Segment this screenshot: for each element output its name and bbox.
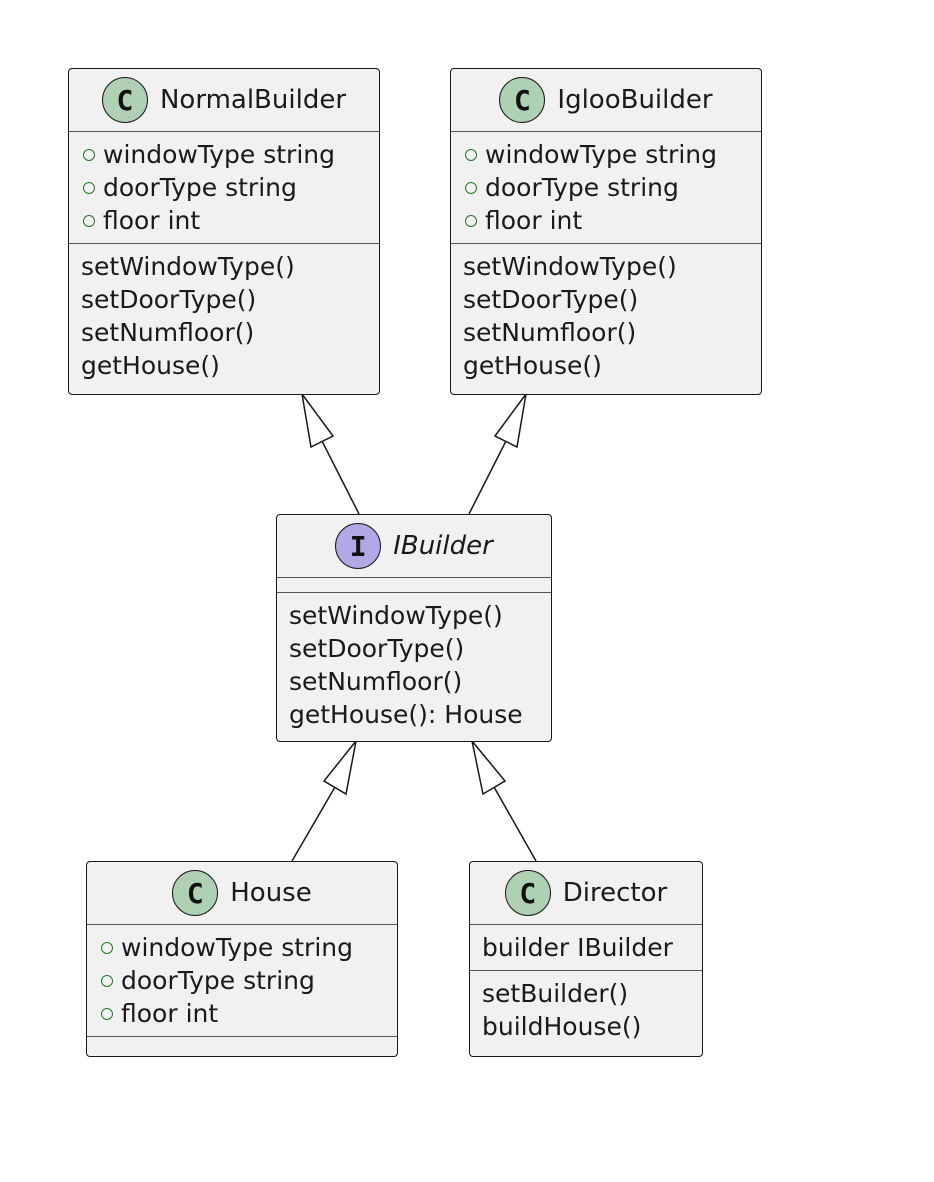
class-stereotype-icon: C: [101, 77, 148, 123]
method-row: setWindowType(): [463, 252, 677, 281]
method-row: setDoorType(): [289, 634, 465, 663]
method-row: setDoorType(): [81, 285, 257, 314]
field-row: doorType string: [463, 171, 751, 204]
class-stereotype-icon: C: [172, 870, 219, 916]
fields-section: [277, 578, 551, 593]
class-name: IBuilder: [393, 531, 493, 561]
field-row: windowType string: [81, 138, 369, 171]
methods-section: setWindowType() setDoorType() setNumfloo…: [69, 244, 379, 388]
method-row: setNumfloor(): [463, 318, 637, 347]
method-row: getHouse(): [81, 351, 220, 380]
public-visibility-icon: [83, 214, 95, 227]
interface-ibuilder[interactable]: I IBuilder setWindowType() setDoorType()…: [276, 514, 552, 742]
field-text: doorType string: [103, 173, 297, 202]
field-text: windowType string: [121, 933, 353, 962]
edge-ibuilder-to-igloobuilder: [468, 393, 527, 515]
methods-section: setWindowType() setDoorType() setNumfloo…: [277, 593, 551, 737]
fields-section: windowType string doorType string floor …: [87, 925, 397, 1037]
public-visibility-icon: [465, 148, 477, 161]
field-text: floor int: [103, 206, 201, 235]
methods-section: setWindowType() setDoorType() setNumfloo…: [451, 244, 761, 388]
field-row: floor int: [463, 204, 751, 237]
method-row: getHouse(): House: [289, 700, 523, 729]
fields-section: windowType string doorType string floor …: [69, 132, 379, 244]
class-header: C IglooBuilder: [451, 69, 761, 132]
class-name: House: [230, 878, 312, 908]
edge-house-to-ibuilder: [291, 740, 357, 862]
field-text: windowType string: [103, 140, 335, 169]
class-name: Director: [562, 878, 668, 908]
method-row: setNumfloor(): [289, 667, 463, 696]
field-text: floor int: [121, 999, 219, 1028]
class-house[interactable]: C House windowType string doorType strin…: [86, 861, 398, 1057]
method-row: buildHouse(): [482, 1012, 642, 1041]
field-text: windowType string: [485, 140, 717, 169]
edge-director-to-ibuilder: [471, 740, 537, 862]
field-row: floor int: [99, 997, 387, 1030]
edge-ibuilder-to-normalbuilder: [301, 393, 360, 515]
method-row: setBuilder(): [482, 979, 629, 1008]
method-row: setWindowType(): [289, 601, 503, 630]
public-visibility-icon: [83, 181, 95, 194]
methods-section: [87, 1037, 397, 1051]
public-visibility-icon: [465, 214, 477, 227]
field-row: windowType string: [463, 138, 751, 171]
public-visibility-icon: [101, 1007, 113, 1020]
class-stereotype-icon: C: [499, 77, 546, 123]
class-header: C House: [87, 862, 397, 925]
class-director[interactable]: C Director builder IBuilder setBuilder()…: [469, 861, 703, 1057]
class-name: IglooBuilder: [557, 85, 713, 115]
class-normal-builder[interactable]: C NormalBuilder windowType string doorTy…: [68, 68, 380, 395]
interface-stereotype-icon: I: [335, 523, 382, 569]
class-header: C NormalBuilder: [69, 69, 379, 132]
methods-section: setBuilder() buildHouse(): [470, 971, 702, 1049]
method-row: setWindowType(): [81, 252, 295, 281]
field-row: doorType string: [99, 964, 387, 997]
field-row: windowType string: [99, 931, 387, 964]
field-row: builder IBuilder: [482, 933, 673, 962]
fields-section: windowType string doorType string floor …: [451, 132, 761, 244]
fields-section: builder IBuilder: [470, 925, 702, 971]
public-visibility-icon: [465, 181, 477, 194]
class-name: NormalBuilder: [159, 85, 347, 115]
class-header: C Director: [470, 862, 702, 925]
public-visibility-icon: [101, 974, 113, 987]
method-row: setNumfloor(): [81, 318, 255, 347]
field-text: floor int: [485, 206, 583, 235]
method-row: getHouse(): [463, 351, 602, 380]
public-visibility-icon: [101, 941, 113, 954]
public-visibility-icon: [83, 148, 95, 161]
field-text: doorType string: [121, 966, 315, 995]
field-text: doorType string: [485, 173, 679, 202]
field-row: doorType string: [81, 171, 369, 204]
class-stereotype-icon: C: [504, 870, 551, 916]
class-header: I IBuilder: [277, 515, 551, 578]
field-row: floor int: [81, 204, 369, 237]
method-row: setDoorType(): [463, 285, 639, 314]
class-igloo-builder[interactable]: C IglooBuilder windowType string doorTyp…: [450, 68, 762, 395]
